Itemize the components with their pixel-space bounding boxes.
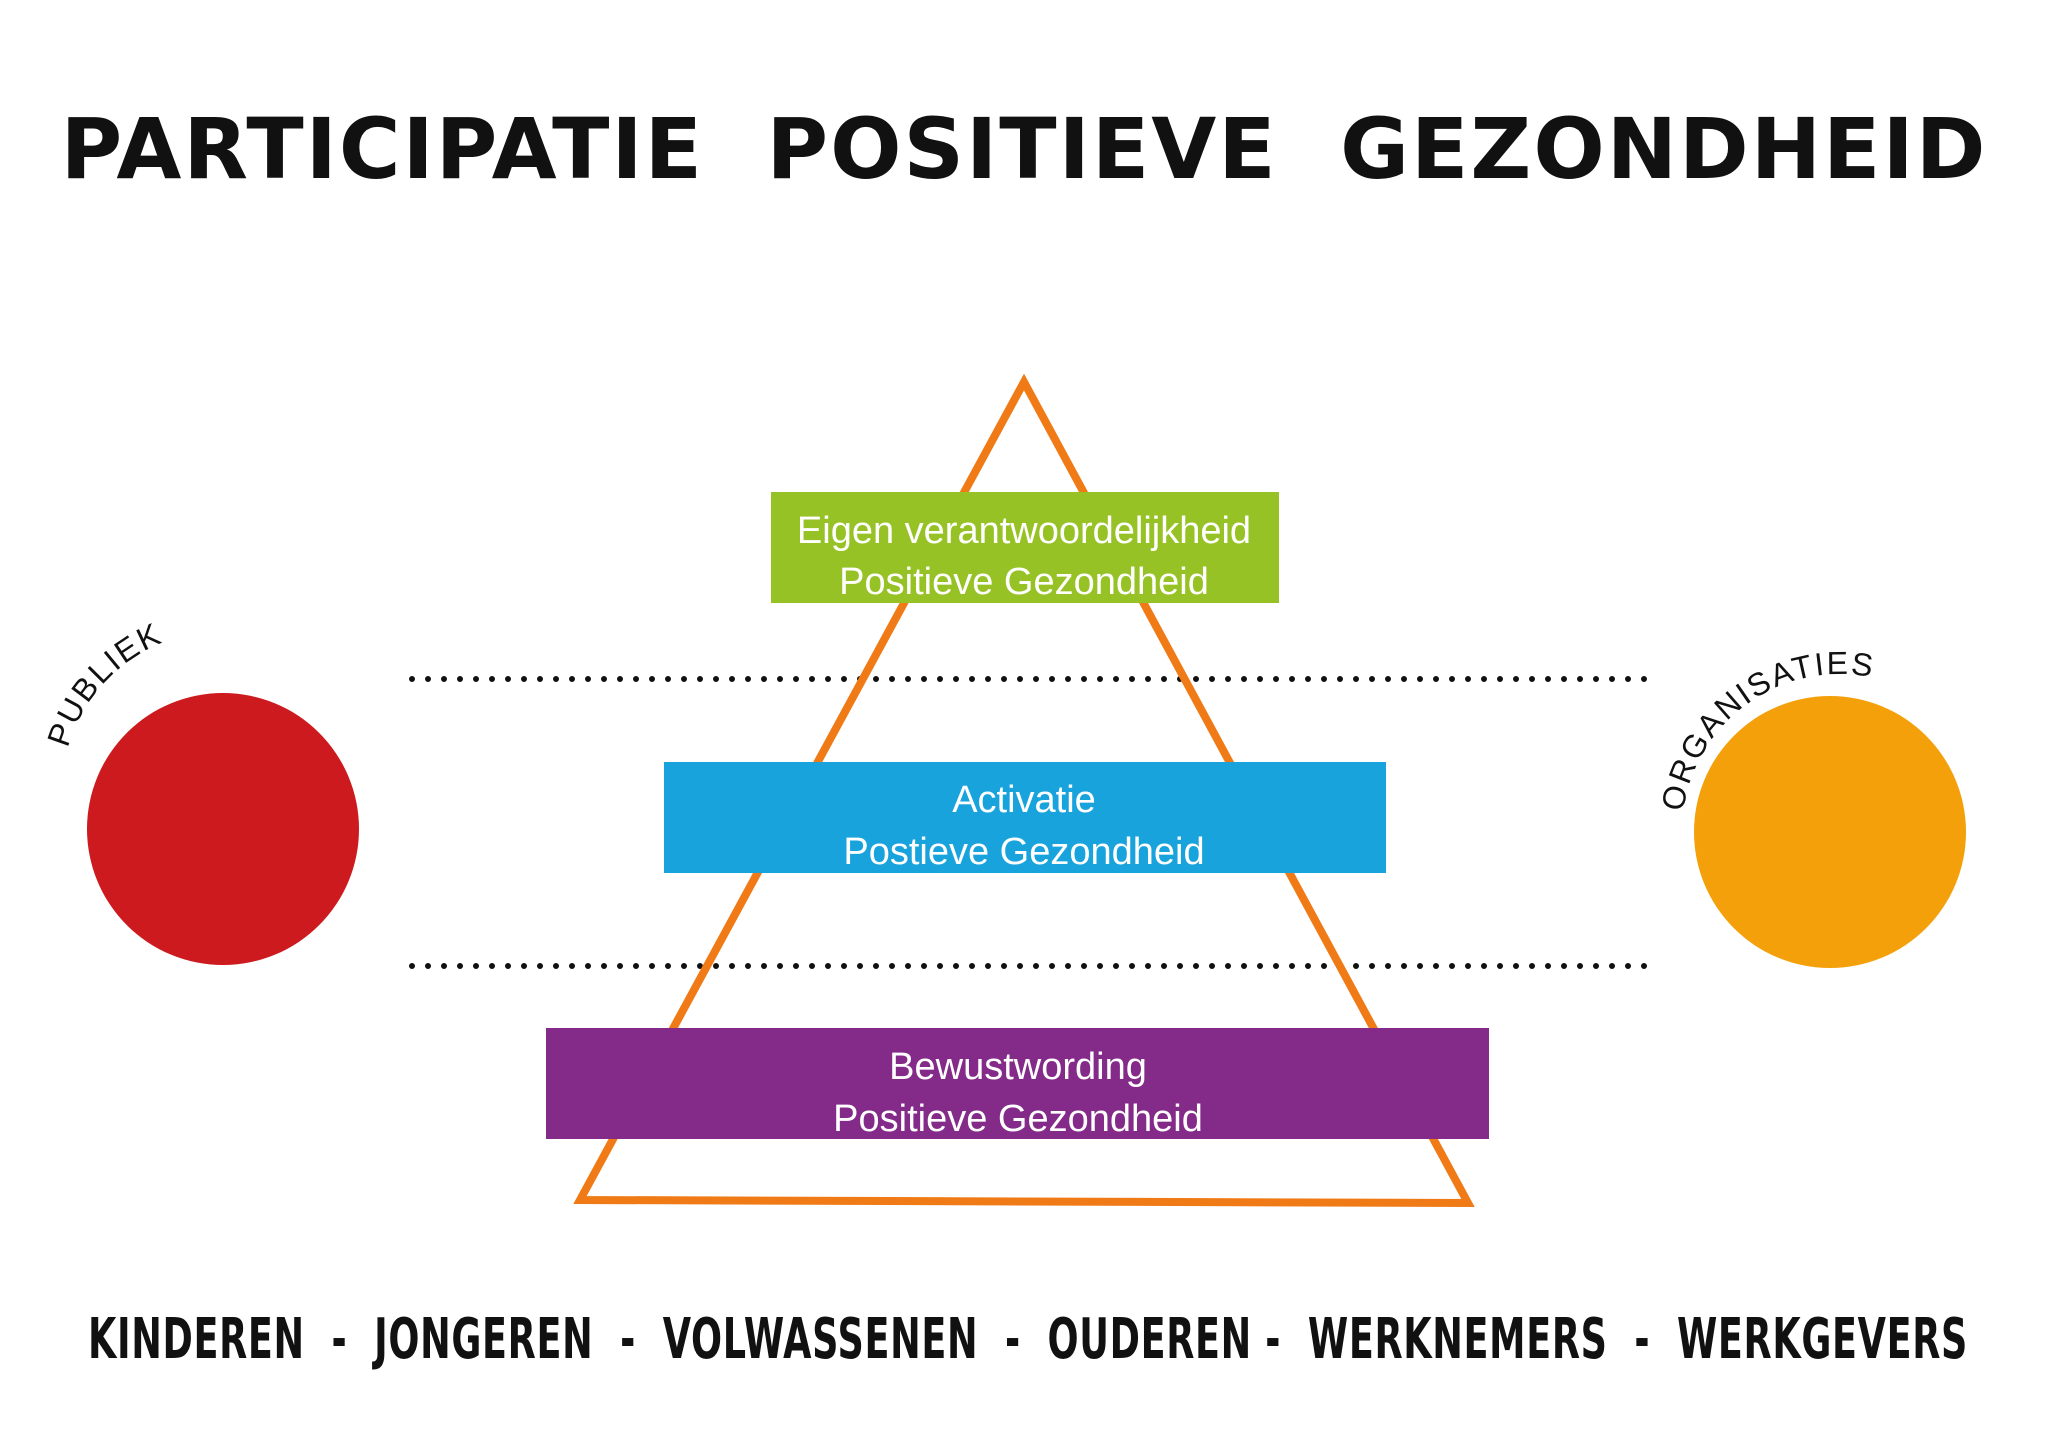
diagram-title: PARTICIPATIE POSITIEVE GEZONDHEID — [61, 100, 1988, 198]
level-box-line2: Positieve Gezondheid — [839, 561, 1209, 603]
level-box-line2: Postieve Gezondheid — [843, 831, 1204, 873]
level-box-line2: Positieve Gezondheid — [833, 1098, 1203, 1140]
right-group-circle — [1694, 696, 1966, 968]
level-box-line1: Activatie — [952, 779, 1096, 821]
level-box-line1: Eigen verantwoordelijkheid — [797, 510, 1251, 552]
level-box-line1: Bewustwording — [889, 1046, 1147, 1088]
level-box-bewustwording — [546, 1028, 1489, 1139]
target-groups-footer: KINDEREN - JONGEREN - VOLWASSENEN - OUDE… — [88, 1307, 1968, 1372]
level-box-eigen-verantwoordelijkheid — [771, 492, 1279, 603]
level-box-activatie — [664, 762, 1386, 873]
left-group-circle — [87, 693, 359, 965]
